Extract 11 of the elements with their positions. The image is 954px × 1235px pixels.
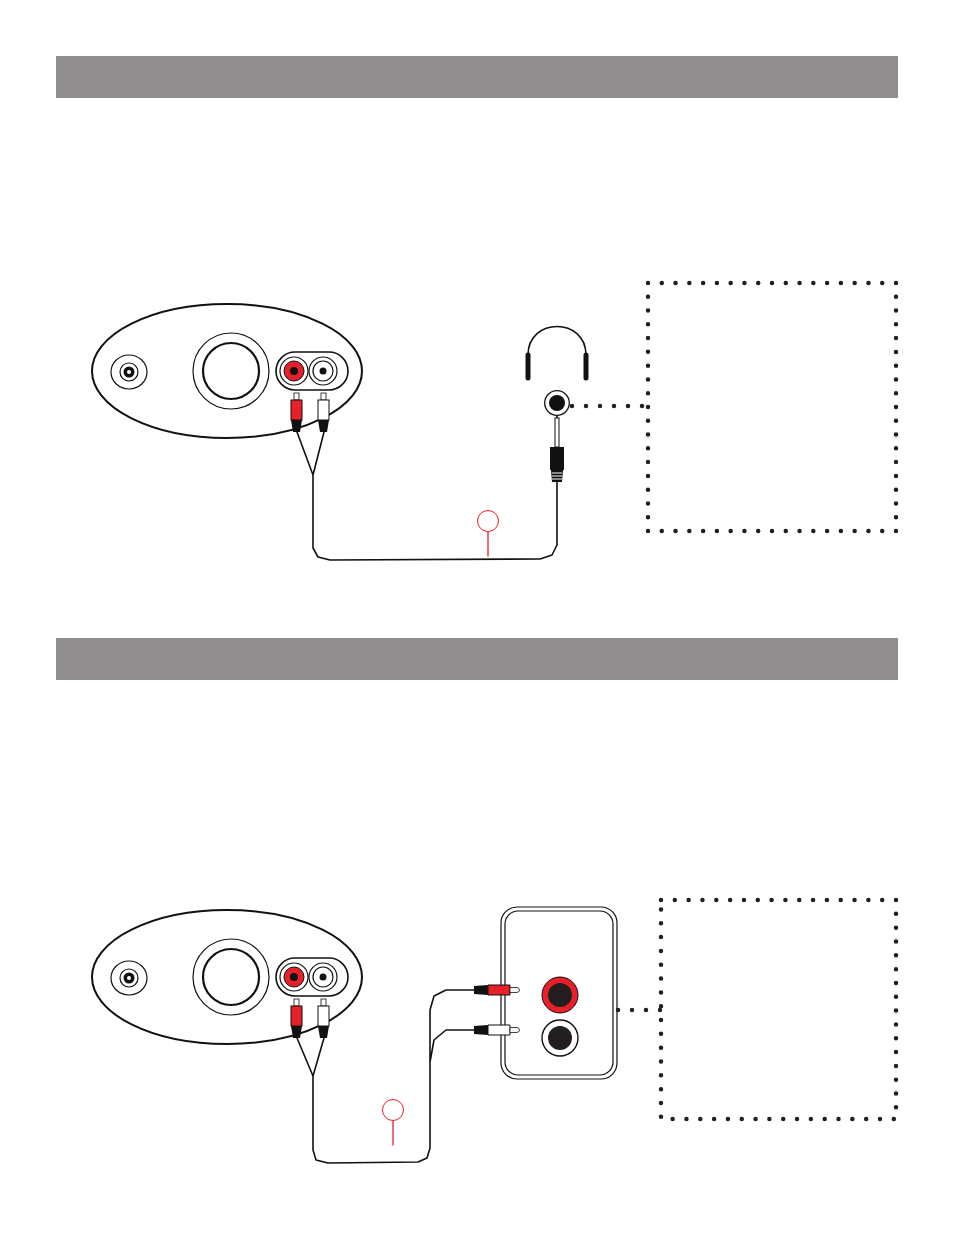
input-device-drawing: [500, 906, 618, 1080]
headphone-jack: [544, 390, 570, 416]
rca-cable: [296, 984, 520, 1164]
dotted-box: [659, 898, 898, 1121]
speaker-panel-drawing: [91, 303, 363, 439]
audio-cable: [296, 415, 558, 561]
dotted-connector: [615, 1007, 664, 1013]
speaker-panel-drawing: [91, 909, 363, 1045]
leader-line: [392, 1120, 394, 1146]
leader-line: [487, 531, 489, 557]
dotted-box: [646, 281, 898, 533]
